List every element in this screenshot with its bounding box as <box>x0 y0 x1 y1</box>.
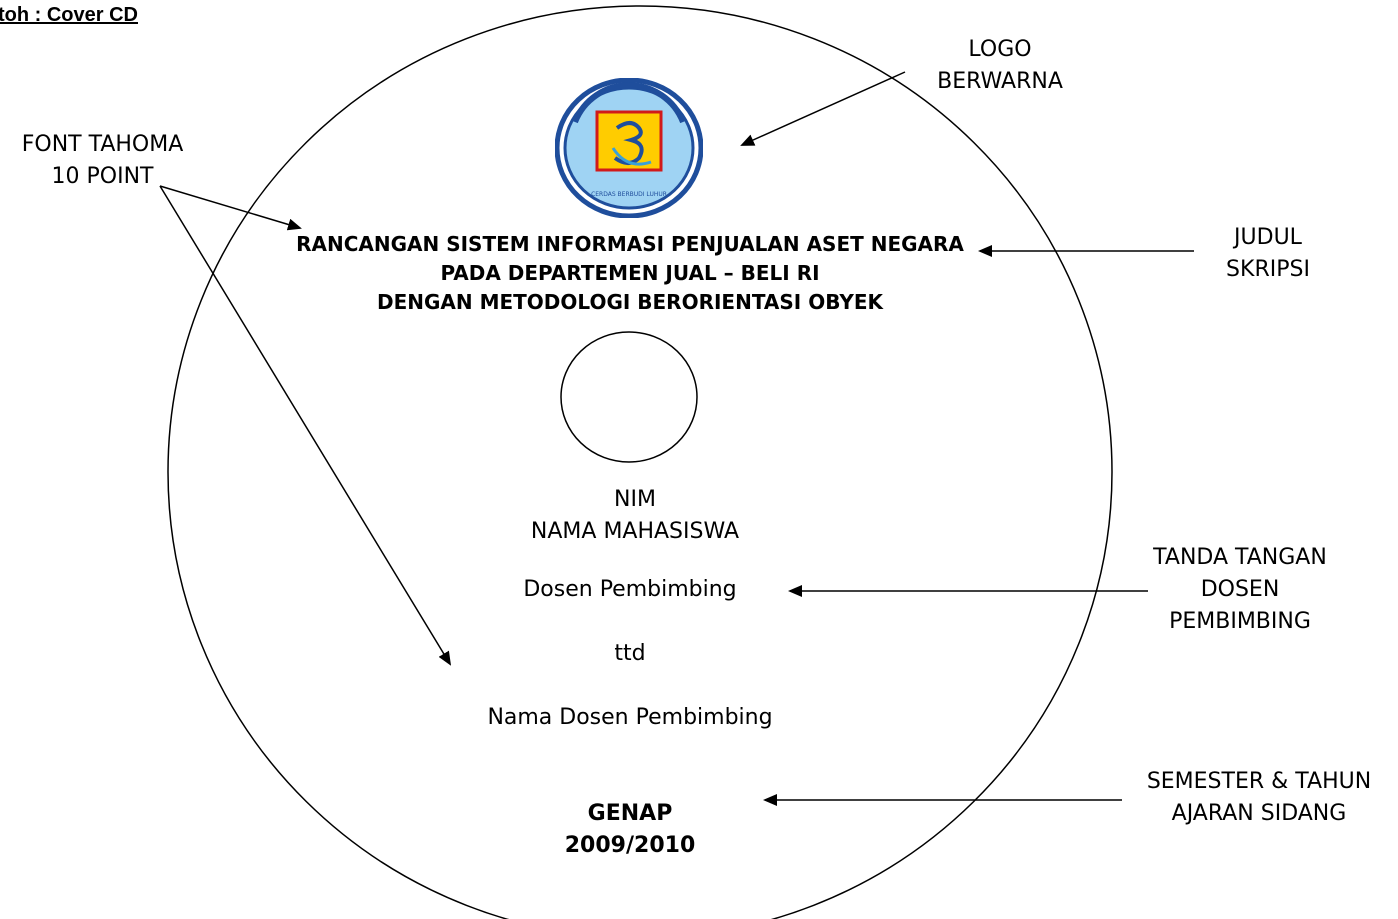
signature-annotation-line: PEMBIMBING <box>1169 609 1311 634</box>
logo-icon: CERDAS BERBUDI LUHUR <box>554 77 704 219</box>
logo-annotation-line: LOGO <box>968 37 1032 62</box>
thesis-title-line: RANCANGAN SISTEM INFORMASI PENJUALAN ASE… <box>296 232 964 256</box>
semester-label: GENAP <box>587 801 673 826</box>
font-annotation: FONT TAHOMA 10 POINT <box>0 129 205 193</box>
student-name: NAMA MAHASISWA <box>530 519 740 544</box>
semester-annotation-line: AJARAN SIDANG <box>1171 801 1347 826</box>
semester-annotation: SEMESTER & TAHUN AJARAN SIDANG <box>1128 766 1390 830</box>
font-arrow-body <box>159 185 452 666</box>
font-arrow-title <box>159 185 302 231</box>
signature-annotation-line: DOSEN <box>1200 577 1280 602</box>
signature-annotation: TANDA TANGAN DOSEN PEMBIMBING <box>1130 542 1350 638</box>
supervisor-label: Dosen Pembimbing <box>523 577 737 602</box>
nim-label: NIM <box>614 487 656 512</box>
font-annotation-line: 10 POINT <box>51 164 154 189</box>
font-annotation-line: FONT TAHOMA <box>21 132 184 157</box>
university-logo: CERDAS BERBUDI LUHUR <box>554 77 704 219</box>
logo-annotation-line: BERWARNA <box>937 69 1063 94</box>
logo-annotation: LOGO BERWARNA <box>920 34 1080 98</box>
thesis-title-line: PADA DEPARTEMEN JUAL – BELI RI <box>440 261 820 285</box>
cd-center-hole <box>560 331 698 463</box>
semester-annotation-line: SEMESTER & TAHUN <box>1146 769 1372 794</box>
cd-outer-circle <box>167 5 1113 919</box>
title-annotation-line: SKRIPSI <box>1226 257 1310 282</box>
title-annotation: JUDUL SKRIPSI <box>1198 222 1338 286</box>
academic-year: 2009/2010 <box>564 833 696 858</box>
signature-annotation-line: TANDA TANGAN <box>1153 545 1327 570</box>
student-info: NIM NAMA MAHASISWA <box>480 484 790 548</box>
logo-caption: CERDAS BERBUDI LUHUR <box>591 191 667 198</box>
semester-info: GENAP 2009/2010 <box>530 798 730 862</box>
signature-text: ttd <box>614 641 646 666</box>
supervisor-name: Nama Dosen Pembimbing <box>487 705 773 730</box>
title-annotation-line: JUDUL <box>1234 225 1302 250</box>
page-heading: toh : Cover CD <box>0 4 138 26</box>
thesis-title: RANCANGAN SISTEM INFORMASI PENJUALAN ASE… <box>230 230 1030 317</box>
thesis-title-line: DENGAN METODOLOGI BERORIENTASI OBYEK <box>377 290 883 314</box>
logo-arrow <box>740 71 906 146</box>
